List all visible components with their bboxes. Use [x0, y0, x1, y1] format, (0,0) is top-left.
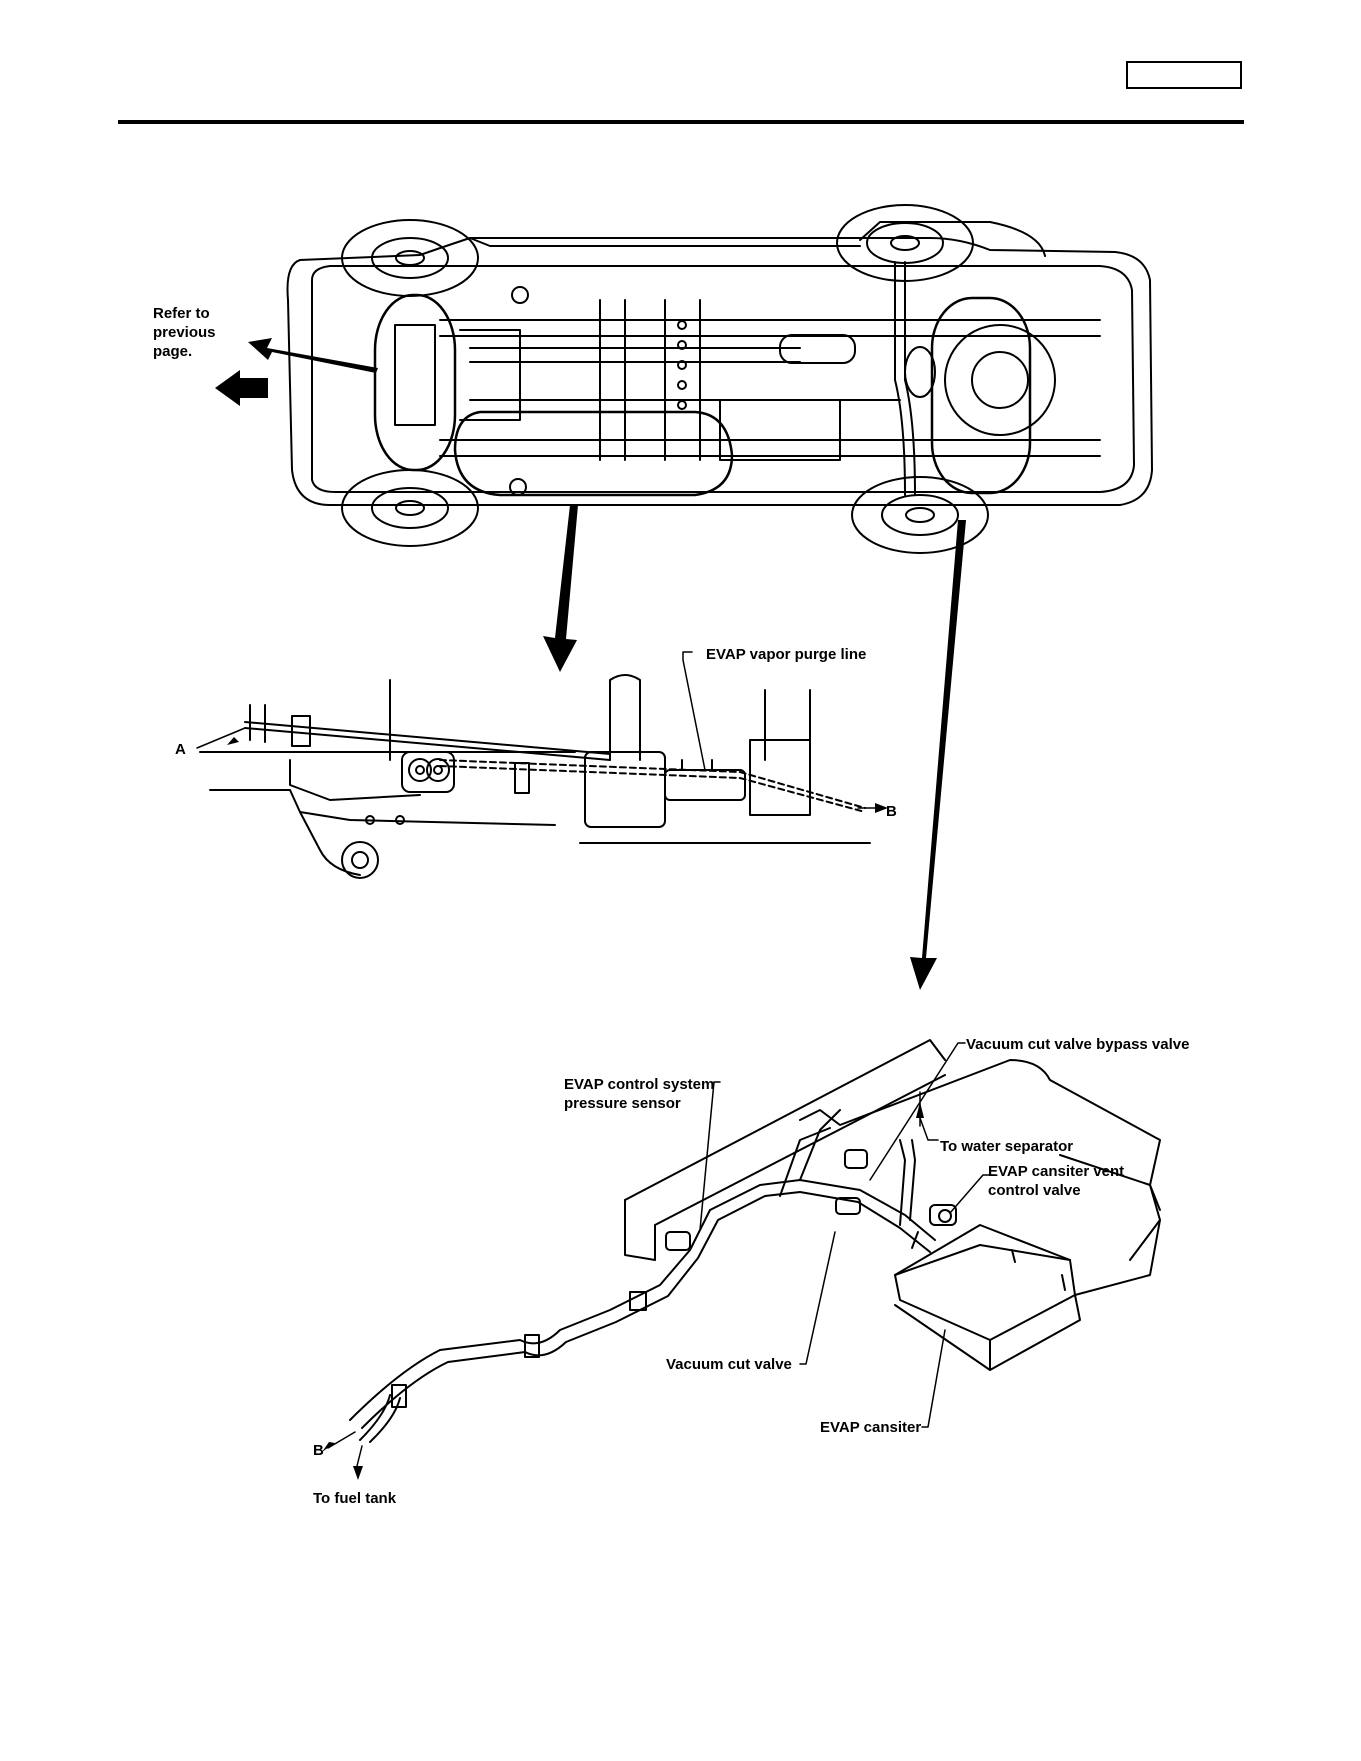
point-a-label: A	[175, 740, 186, 759]
evap-canister-label: EVAP cansiter	[820, 1418, 921, 1437]
callout-arrow-icon	[227, 737, 239, 745]
canister-detail	[350, 1040, 1160, 1442]
vehicle-underbody	[288, 205, 1153, 553]
evap-canister-vent-control-valve-label: EVAP cansiter vent control valve	[988, 1162, 1124, 1200]
point-b-label: B	[886, 802, 897, 821]
pointer-arrow-icon	[910, 520, 966, 990]
vacuum-cut-valve-bypass-valve-label: Vacuum cut valve bypass valve	[966, 1035, 1189, 1054]
refer-to-previous-page-note: Refer to previous page.	[153, 304, 216, 361]
callout-arrow-icon	[916, 1102, 924, 1118]
callout-arrow-icon	[353, 1466, 363, 1480]
evap-vapor-purge-line-label: EVAP vapor purge line	[706, 645, 866, 664]
evap-control-system-pressure-sensor-label: EVAP control system pressure sensor	[564, 1075, 714, 1113]
purge-line-detail	[200, 675, 870, 878]
vacuum-cut-valve-label: Vacuum cut valve	[666, 1355, 792, 1374]
point-b-label: B	[313, 1441, 324, 1460]
to-water-separator-label: To water separator	[940, 1137, 1073, 1156]
leader-lines	[197, 652, 995, 1470]
pointer-arrow-icon	[543, 505, 578, 672]
pointer-arrow-icon	[215, 370, 268, 406]
to-fuel-tank-label: To fuel tank	[313, 1489, 396, 1508]
